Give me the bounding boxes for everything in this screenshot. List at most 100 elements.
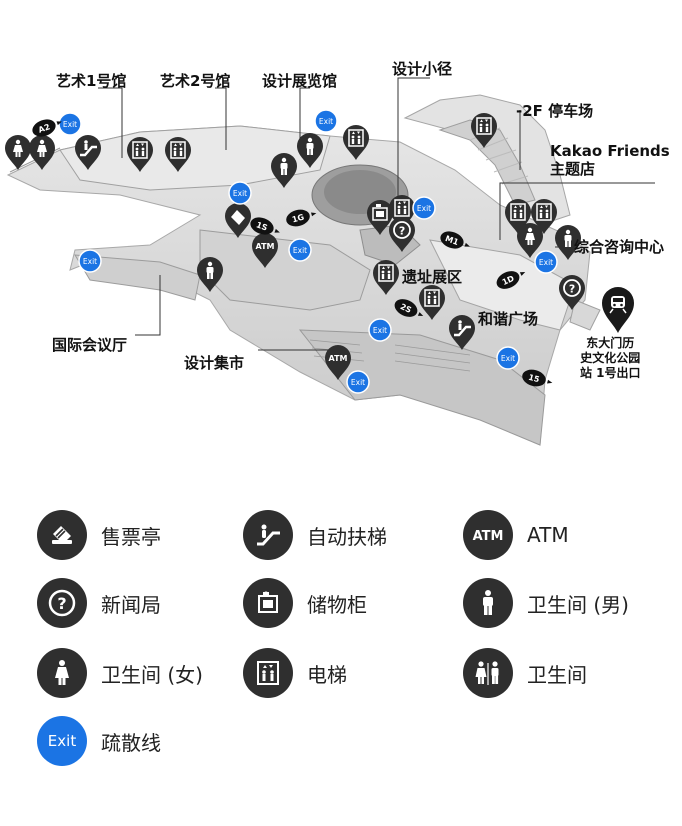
label-design-path: 设计小径 xyxy=(392,60,453,78)
exit-marker: Exit xyxy=(228,181,252,205)
ticket-pin xyxy=(225,203,251,238)
escalator-pin xyxy=(75,135,101,170)
legend-label-mens-restroom: 卫生间 (男) xyxy=(527,592,629,617)
information-icon: ? xyxy=(37,578,87,628)
svg-text:?: ? xyxy=(57,594,66,613)
womens-restroom-icon xyxy=(37,648,87,698)
gate-code-marker: 2S xyxy=(394,299,424,317)
label-art-hall-1: 艺术1号馆 xyxy=(56,72,127,90)
elevator-pin xyxy=(531,199,557,234)
legend-item-escalator: 自动扶梯 xyxy=(243,510,387,560)
label-ruins-area: 遗址展区 xyxy=(402,268,463,286)
exit-marker: Exit xyxy=(288,238,312,262)
restroom-pin xyxy=(5,135,31,170)
locker-icon xyxy=(243,578,293,628)
atm-icon: ATM xyxy=(463,510,513,560)
exit-marker: Exit xyxy=(58,112,82,136)
atm-pin: ATM xyxy=(325,345,351,380)
legend-label-exit: 疏散线 xyxy=(101,730,161,755)
exit-marker: Exit xyxy=(412,196,436,220)
gate-code-text: 1S xyxy=(255,220,269,232)
gate-code-marker: 1S xyxy=(250,217,280,235)
legend-item-ticket-booth: 售票亭 xyxy=(37,510,161,560)
exit-marker: Exit xyxy=(314,109,338,133)
restroom-pin xyxy=(29,135,55,170)
legend-label-womens-restroom: 卫生间 (女) xyxy=(101,662,203,687)
exit-icon-text: Exit xyxy=(47,732,77,750)
label-art-hall-2: 艺术2号馆 xyxy=(160,72,231,90)
female-pin xyxy=(517,223,543,258)
label-conference-hall: 国际会议厅 xyxy=(52,336,128,354)
svg-text:ATM: ATM xyxy=(473,529,504,544)
legend-item-elevator: 电梯 xyxy=(243,648,347,698)
legend-item-restroom: 卫生间 xyxy=(463,648,587,698)
label-parking: -2F 停车场 xyxy=(516,102,594,120)
gate-code-marker: 1G xyxy=(286,209,317,227)
atm-pin: ATM xyxy=(252,233,278,268)
gate-code-marker: M1 xyxy=(440,231,470,249)
exit-marker: Exit xyxy=(534,250,558,274)
gate-code-marker: 1D xyxy=(496,271,526,289)
info-pin: ? xyxy=(389,217,415,252)
elevator-pin xyxy=(127,137,153,172)
svg-text:?: ? xyxy=(399,225,405,238)
svg-text:ATM: ATM xyxy=(256,242,275,251)
svg-text:Exit: Exit xyxy=(417,204,431,213)
map-gate-codes: A2 1S 1G M1 1D 2S 15 xyxy=(32,119,553,387)
exit-marker: Exit xyxy=(368,318,392,342)
escalator-pin xyxy=(449,315,475,350)
label-design-exhibition-hall: 设计展览馆 xyxy=(262,72,338,90)
gate-code-marker: A2 xyxy=(32,119,62,137)
svg-text:Exit: Exit xyxy=(63,120,77,129)
elevator-pin xyxy=(165,137,191,172)
svg-text:Exit: Exit xyxy=(83,257,97,266)
legend-label-restroom: 卫生间 xyxy=(527,662,587,687)
exit-marker: Exit xyxy=(496,346,520,370)
svg-text:Exit: Exit xyxy=(539,258,553,267)
svg-text:Exit: Exit xyxy=(233,189,247,198)
legend-label-locker: 储物柜 xyxy=(307,592,367,617)
exit-icon: Exit xyxy=(37,716,87,766)
ticket-booth-icon xyxy=(37,510,87,560)
gate-code-text: A2 xyxy=(37,122,51,134)
gate-code-marker: 15 xyxy=(522,369,553,387)
legend-label-atm: ATM xyxy=(527,523,569,547)
elevator-pin xyxy=(471,113,497,148)
label-design-market: 设计集市 xyxy=(184,354,245,372)
legend-item-womens-restroom: 卫生间 (女) xyxy=(37,648,203,698)
svg-text:?: ? xyxy=(569,283,575,296)
map-legend: 售票亭 自动扶梯 ATM ATM ? 新闻局 储物柜 卫生间 (男) xyxy=(0,500,682,800)
gate-code-text: M1 xyxy=(444,234,460,247)
gate-code-text: 15 xyxy=(527,373,541,385)
gate-code-text: 2S xyxy=(399,302,413,315)
svg-text:Exit: Exit xyxy=(373,326,387,335)
escalator-icon xyxy=(243,510,293,560)
elevator-pin xyxy=(419,285,445,320)
svg-text:Exit: Exit xyxy=(351,378,365,387)
mens-restroom-icon xyxy=(463,578,513,628)
label-info-center: 综合咨询中心 xyxy=(574,238,665,256)
mens-restroom-pin xyxy=(297,133,323,168)
legend-label-ticket-booth: 售票亭 xyxy=(101,524,161,549)
legend-item-information: ? 新闻局 xyxy=(37,578,161,628)
label-subway-exit: 东大门历 史文化公园 站 1号出口 xyxy=(580,336,641,380)
restroom-pin xyxy=(555,225,581,260)
legend-label-information: 新闻局 xyxy=(101,592,161,617)
info-pin: ? xyxy=(559,275,585,310)
svg-text:Exit: Exit xyxy=(293,246,307,255)
legend-item-mens-restroom: 卫生间 (男) xyxy=(463,578,629,628)
elevator-pin xyxy=(373,260,399,295)
legend-item-exit: Exit 疏散线 xyxy=(37,716,161,766)
building-floor-plate xyxy=(6,94,601,446)
label-kakao-store: Kakao Friends 主题店 xyxy=(550,142,670,178)
mens-restroom-pin xyxy=(271,153,297,188)
exit-marker: Exit xyxy=(346,370,370,394)
locker-pin xyxy=(367,200,393,235)
mens-restroom-pin xyxy=(197,257,223,292)
leader-lines xyxy=(98,77,655,360)
elevator-icon xyxy=(243,648,293,698)
elevator-pin xyxy=(343,125,369,160)
